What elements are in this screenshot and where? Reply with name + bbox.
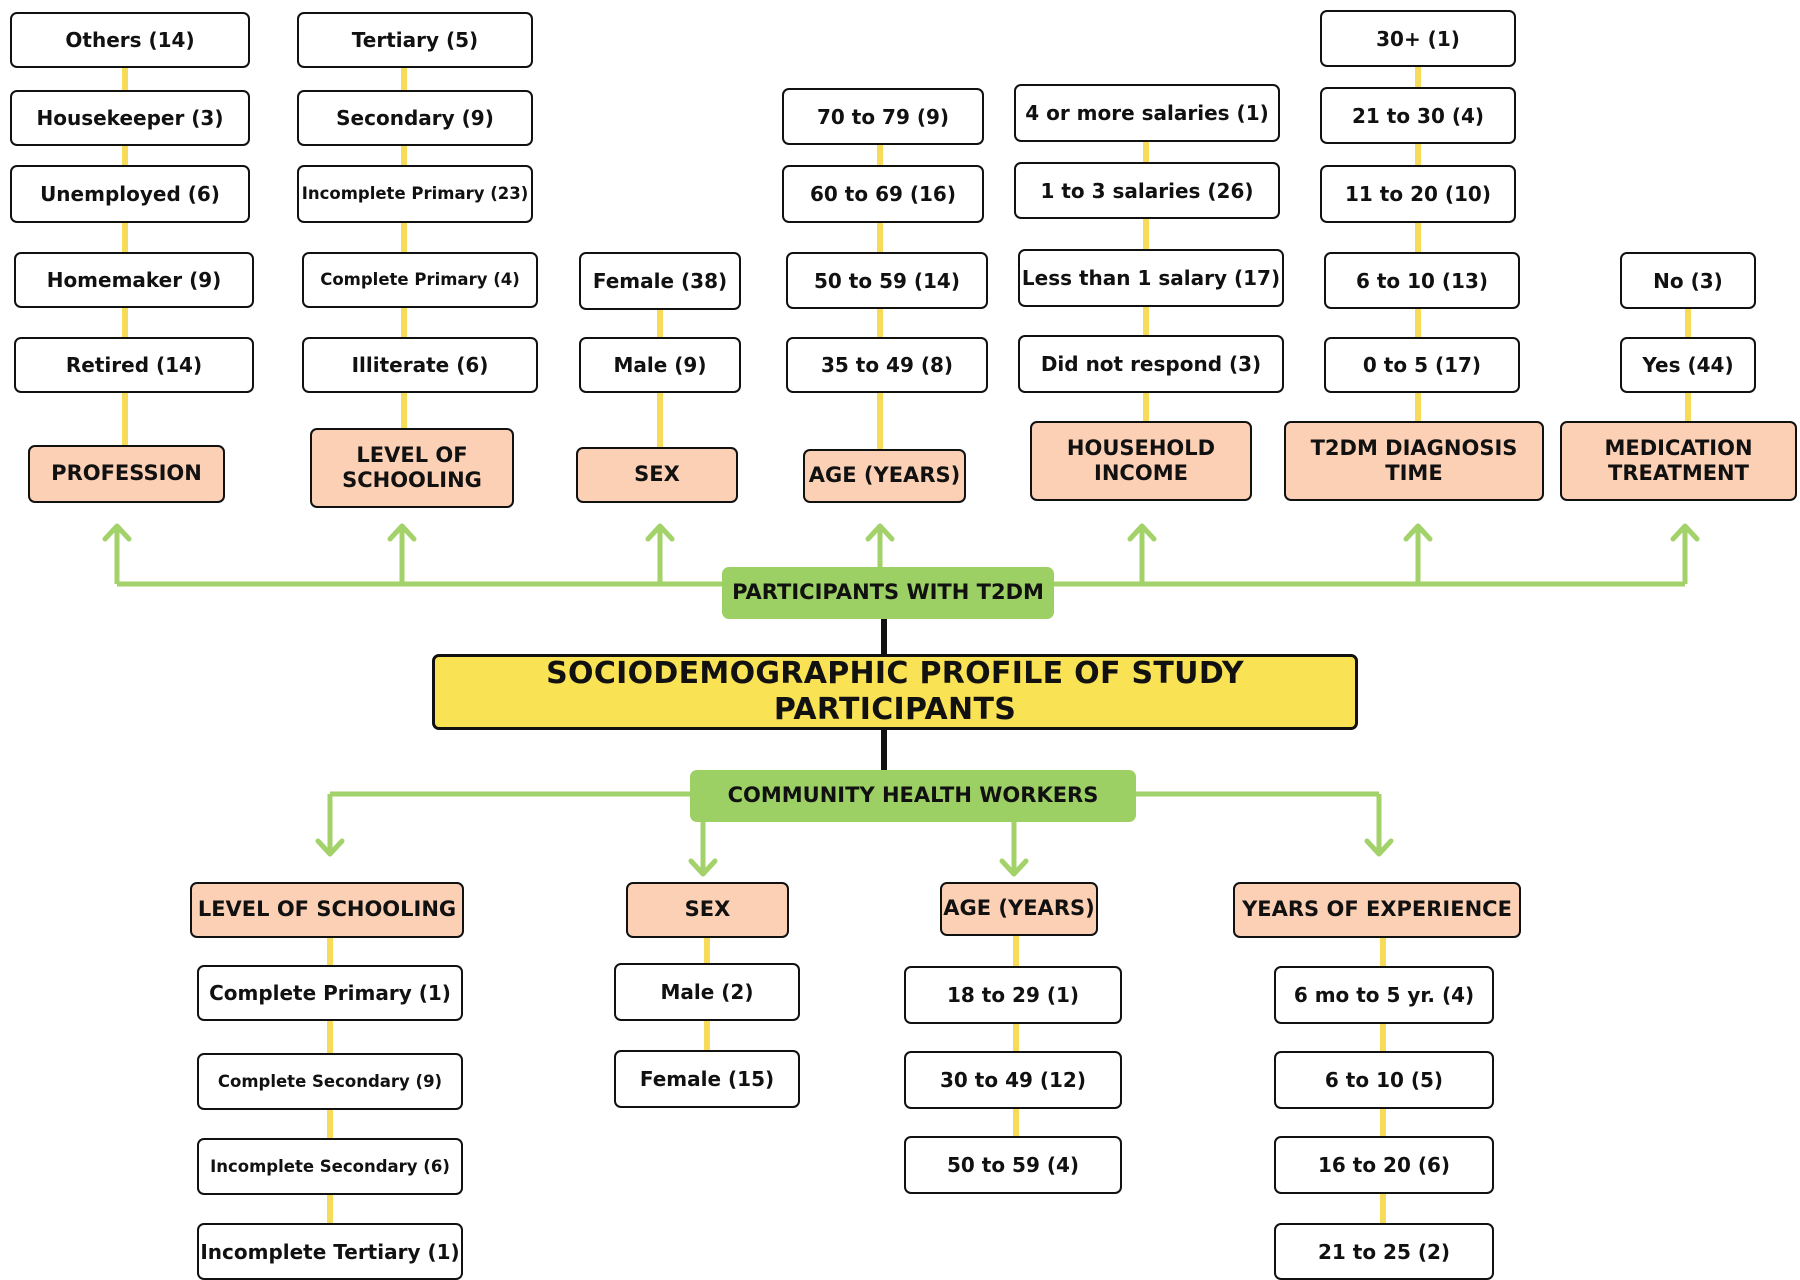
chw-item-age-30-49: 30 to 49 (12) bbox=[904, 1051, 1122, 1109]
chw-item-exp-16-20: 16 to 20 (6) bbox=[1274, 1136, 1494, 1194]
chw-item-female: Female (15) bbox=[614, 1050, 800, 1108]
item-diag-21-30: 21 to 30 (4) bbox=[1320, 87, 1516, 144]
chw-item-male: Male (2) bbox=[614, 963, 800, 1021]
top-arrow-head bbox=[387, 523, 417, 542]
item-diag-0-5: 0 to 5 (17) bbox=[1324, 337, 1520, 393]
item-profession-homemaker: Homemaker (9) bbox=[14, 252, 254, 308]
category-sex: SEX bbox=[576, 447, 738, 503]
item-diag-6-10: 6 to 10 (13) bbox=[1324, 252, 1520, 309]
item-schooling-tertiary: Tertiary (5) bbox=[297, 12, 533, 68]
chw-item-exp-21-25: 21 to 25 (2) bbox=[1274, 1223, 1494, 1280]
item-schooling-complete-primary: Complete Primary (4) bbox=[302, 252, 538, 308]
item-profession-others: Others (14) bbox=[10, 12, 250, 68]
item-profession-unemployed: Unemployed (6) bbox=[10, 165, 250, 223]
item-income-less-than-1: Less than 1 salary (17) bbox=[1018, 249, 1284, 307]
bottom-arrow-head bbox=[315, 838, 345, 857]
chw-item-complete-primary: Complete Primary (1) bbox=[197, 965, 463, 1021]
item-schooling-incomplete-primary: Incomplete Primary (23) bbox=[297, 165, 533, 223]
top-arrow-head bbox=[645, 523, 675, 542]
top-arrow-head bbox=[102, 523, 132, 542]
center-title: SOCIODEMOGRAPHIC PROFILE OF STUDY PARTIC… bbox=[432, 654, 1358, 730]
chw-category-sex: SEX bbox=[626, 882, 789, 938]
top-arrow-head bbox=[1403, 523, 1433, 542]
item-diag-11-20: 11 to 20 (10) bbox=[1320, 165, 1516, 223]
chw-category-level-of-schooling: LEVEL OF SCHOOLING bbox=[190, 882, 464, 938]
item-age-60-69: 60 to 69 (16) bbox=[782, 165, 984, 223]
item-income-1-to-3: 1 to 3 salaries (26) bbox=[1014, 162, 1280, 219]
item-diag-30-plus: 30+ (1) bbox=[1320, 10, 1516, 67]
chw-item-incomplete-tertiary: Incomplete Tertiary (1) bbox=[197, 1223, 463, 1280]
bottom-arrow-head bbox=[999, 858, 1029, 877]
item-medication-yes: Yes (44) bbox=[1620, 337, 1756, 393]
category-level-of-schooling: LEVEL OF SCHOOLING bbox=[310, 428, 514, 508]
category-household-income: HOUSEHOLD INCOME bbox=[1030, 421, 1252, 501]
item-income-did-not-respond: Did not respond (3) bbox=[1018, 335, 1284, 393]
chw-category-age: AGE (YEARS) bbox=[940, 882, 1098, 936]
chw-item-age-50-59: 50 to 59 (4) bbox=[904, 1136, 1122, 1194]
bottom-arrow-head bbox=[1364, 838, 1394, 857]
chw-item-incomplete-secondary: Incomplete Secondary (6) bbox=[197, 1138, 463, 1195]
chw-item-exp-6mo-5yr: 6 mo to 5 yr. (4) bbox=[1274, 966, 1494, 1024]
item-income-4-or-more: 4 or more salaries (1) bbox=[1014, 84, 1280, 142]
chw-item-exp-6-10: 6 to 10 (5) bbox=[1274, 1051, 1494, 1109]
item-schooling-illiterate: Illiterate (6) bbox=[302, 337, 538, 393]
chw-category-years-of-experience: YEARS OF EXPERIENCE bbox=[1233, 882, 1521, 938]
item-profession-housekeeper: Housekeeper (3) bbox=[10, 90, 250, 146]
item-age-70-79: 70 to 79 (9) bbox=[782, 88, 984, 145]
category-profession: PROFESSION bbox=[28, 445, 225, 503]
group-community-health-workers: COMMUNITY HEALTH WORKERS bbox=[690, 770, 1136, 822]
group-participants-t2dm: PARTICIPANTS WITH T2DM bbox=[722, 567, 1054, 619]
category-medication-treatment: MEDICATION TREATMENT bbox=[1560, 421, 1797, 501]
top-arrow-head bbox=[865, 523, 895, 542]
item-age-35-49: 35 to 49 (8) bbox=[786, 337, 988, 393]
bottom-arrow-head bbox=[688, 858, 718, 877]
item-sex-female: Female (38) bbox=[579, 252, 741, 310]
chw-item-age-18-29: 18 to 29 (1) bbox=[904, 966, 1122, 1024]
item-medication-no: No (3) bbox=[1620, 252, 1756, 309]
item-schooling-secondary: Secondary (9) bbox=[297, 90, 533, 146]
top-arrow-head bbox=[1127, 523, 1157, 542]
item-sex-male: Male (9) bbox=[579, 337, 741, 393]
category-t2dm-diagnosis-time: T2DM DIAGNOSIS TIME bbox=[1284, 421, 1544, 501]
chw-item-complete-secondary: Complete Secondary (9) bbox=[197, 1053, 463, 1110]
top-arrow-head bbox=[1670, 523, 1700, 542]
category-age: AGE (YEARS) bbox=[803, 449, 966, 503]
item-profession-retired: Retired (14) bbox=[14, 337, 254, 393]
item-age-50-59: 50 to 59 (14) bbox=[786, 252, 988, 309]
